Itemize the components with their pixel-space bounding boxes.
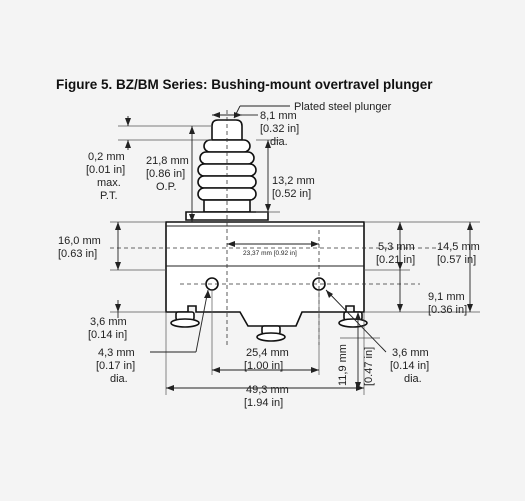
label-bushing-in: [0.52 in] bbox=[272, 188, 311, 200]
label-hole-top-in: [0.21 in] bbox=[376, 254, 415, 266]
label-hole-dia-l-text: dia. bbox=[110, 373, 128, 385]
terminal-center bbox=[256, 325, 286, 342]
label-plunger-dia-text: dia. bbox=[270, 136, 288, 148]
terminal-left bbox=[170, 311, 200, 328]
arrowheads bbox=[115, 112, 473, 391]
label-pt-mm: 0,2 mm bbox=[88, 151, 125, 163]
plunger bbox=[211, 119, 243, 141]
label-total-h-mm: 14,5 mm bbox=[437, 241, 480, 253]
label-term-h-in: [0.47 in] bbox=[363, 347, 375, 386]
label-hole-bot-mm: 9,1 mm bbox=[428, 291, 465, 303]
dimension-labels: Plated steel plunger 8,1 mm [0.32 in] di… bbox=[58, 101, 480, 409]
label-plunger-dia-mm: 8,1 mm bbox=[260, 110, 297, 122]
label-plunger: Plated steel plunger bbox=[294, 101, 392, 113]
label-hole-spacing-in: [1.00 in] bbox=[244, 360, 283, 372]
label-pt-in: [0.01 in] bbox=[86, 164, 125, 176]
center-lines bbox=[110, 110, 440, 345]
label-hole-left-mm: 3,6 mm bbox=[90, 316, 127, 328]
label-bushing-mm: 13,2 mm bbox=[272, 175, 315, 187]
label-pt-max: max. bbox=[97, 177, 121, 189]
label-op-in: [0.86 in] bbox=[146, 168, 185, 180]
label-hole-dia-r-mm: 3,6 mm bbox=[392, 347, 429, 359]
label-hole-dia-l-in: [0.17 in] bbox=[96, 360, 135, 372]
figure-title: Figure 5. BZ/BM Series: Bushing-mount ov… bbox=[56, 77, 433, 92]
label-term-h-mm: 11,9 mm bbox=[337, 344, 349, 386]
label-hole-dia-l-mm: 4,3 mm bbox=[98, 347, 135, 359]
label-hole-top-mm: 5,3 mm bbox=[378, 241, 415, 253]
label-op-text: O.P. bbox=[156, 181, 177, 193]
label-plunger-dia-in: [0.32 in] bbox=[260, 123, 299, 135]
label-hole-dia-r-text: dia. bbox=[404, 373, 422, 385]
label-hole-left-in: [0.14 in] bbox=[88, 329, 127, 341]
label-hole-spacing-mm: 25,4 mm bbox=[246, 347, 289, 359]
label-body-h-mm: 16,0 mm bbox=[58, 235, 101, 247]
label-width-in: [1.94 in] bbox=[244, 397, 283, 409]
switch-body bbox=[165, 221, 365, 327]
label-total-h-in: [0.57 in] bbox=[437, 254, 476, 266]
label-center-offset: 23,37 mm [0.92 in] bbox=[243, 250, 297, 257]
label-hole-dia-r-in: [0.14 in] bbox=[390, 360, 429, 372]
label-pt-text: P.T. bbox=[100, 190, 118, 202]
label-op-mm: 21,8 mm bbox=[146, 155, 189, 167]
terminal-right bbox=[338, 311, 368, 328]
label-body-h-in: [0.63 in] bbox=[58, 248, 97, 260]
label-hole-bot-in: [0.36 in] bbox=[428, 304, 467, 316]
label-width-mm: 49,3 mm bbox=[246, 384, 289, 396]
